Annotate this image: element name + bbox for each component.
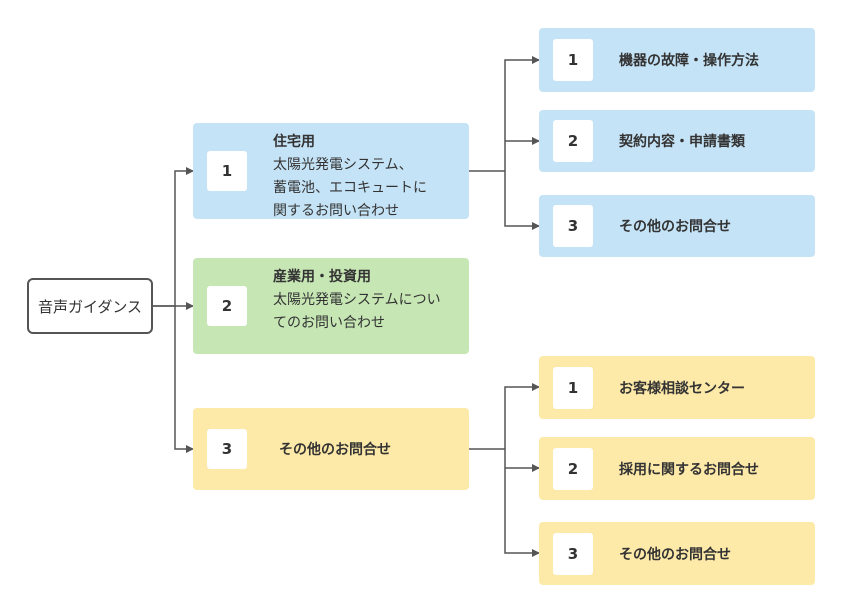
root-node: 音声ガイダンス [27,278,153,334]
branch-1-child-3-label: その他のお問合せ [619,219,731,235]
branch-3-number: 3 [207,429,247,469]
branch-3-child-3-label: その他のお問合せ [619,546,731,563]
branch-1-child-3: 3 その他のお問合せ [539,195,815,257]
branch-3-node: 3 その他のお問合せ [193,408,469,490]
branch-3-child-2-label: 採用に関するお問合せ [619,461,759,478]
connector-b3-c1 [504,383,540,449]
branch-1-child-2: 2 契約内容・申請書類 [539,110,815,172]
root-label: 音声ガイダンス [37,297,143,316]
branch-3-child-1-number: 1 [553,366,593,409]
connector-root-1 [153,167,194,307]
branch-1-child-1-number: 1 [553,39,593,81]
branch-1-child-2-label: 契約内容・申請書類 [619,134,745,150]
connector-b1-c1 [504,56,540,171]
branch-3-child-1-label: お客様相談センター [619,380,745,397]
branch-2-description: 太陽光発電システムについ てのお問い合わせ [273,292,441,331]
connector-b3-c3 [504,449,540,557]
connector-root-3 [174,306,194,453]
branch-1-number: 1 [207,151,247,191]
branch-2-title: 産業用・投資用 [273,269,371,285]
branch-2-node: 2 産業用・投資用 太陽光発電システムについ てのお問い合わせ [193,258,469,354]
branch-1-node: 1 住宅用 太陽光発電システム、 蓄電池、エコキュートに 関するお問い合わせ [193,123,469,219]
branch-3-child-1: 1 お客様相談センター [539,356,815,419]
connector-b1-c3 [504,171,540,230]
branch-1-child-1: 1 機器の故障・操作方法 [539,28,815,92]
branch-3-child-3-number: 3 [553,532,593,575]
branch-2-number: 2 [207,286,247,326]
branch-3-label: その他のお問合せ [279,442,391,458]
branch-3-child-2: 2 採用に関するお問合せ [539,437,815,500]
branch-1-child-3-number: 3 [553,205,593,247]
branch-1-child-2-number: 2 [553,120,593,162]
branch-1-title: 住宅用 [273,134,315,150]
branch-3-child-3: 3 その他のお問合せ [539,522,815,585]
branch-1-child-1-label: 機器の故障・操作方法 [619,53,759,69]
branch-1-description: 太陽光発電システム、 蓄電池、エコキュートに 関するお問い合わせ [273,157,427,219]
branch-3-child-2-number: 2 [553,447,593,490]
